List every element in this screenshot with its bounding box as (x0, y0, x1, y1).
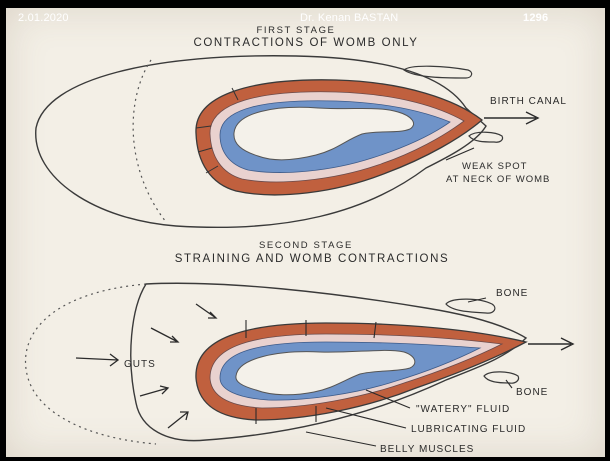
stage2-bone-bottom-shape (484, 372, 519, 383)
stage1-dotted-line (133, 60, 166, 222)
stage1-bone-shape-lower (469, 132, 503, 142)
author-label: Dr. Kenan BASTAN (300, 12, 398, 24)
birth-stages-diagram: FIRST STAGE CONTRACTIONS OF WOMB ONLY BI… (6, 8, 605, 457)
birth-canal-label: BIRTH CANAL (490, 96, 567, 107)
diagram-photo: FIRST STAGE CONTRACTIONS OF WOMB ONLY BI… (6, 8, 605, 457)
stage2-diagram (26, 283, 573, 446)
guts-label: GUTS (124, 359, 156, 370)
belly-muscles-label: BELLY MUSCLES (380, 444, 474, 455)
bone-top-label: BONE (496, 288, 528, 299)
weak-spot-label-line1: WEAK SPOT (462, 161, 527, 172)
stage1-title: FIRST STAGE (256, 25, 335, 36)
weak-spot-label-line2: AT NECK OF WOMB (446, 174, 550, 185)
date-label: 2.01.2020 (18, 12, 69, 24)
bone-bottom-label: BONE (516, 387, 548, 398)
lubricating-fluid-label: LUBRICATING FLUID (411, 424, 526, 435)
stage2-title: SECOND STAGE (259, 240, 353, 251)
watery-fluid-label: "WATERY" FLUID (416, 404, 510, 415)
slide-number: 1296 (523, 12, 548, 24)
stage2-subtitle: STRAINING AND WOMB CONTRACTIONS (175, 253, 450, 265)
birth-canal-arrow (484, 112, 538, 124)
stage2-exit-arrow (528, 338, 573, 350)
stage1-subtitle: CONTRACTIONS OF WOMB ONLY (193, 37, 418, 49)
stage1-diagram (36, 56, 538, 228)
